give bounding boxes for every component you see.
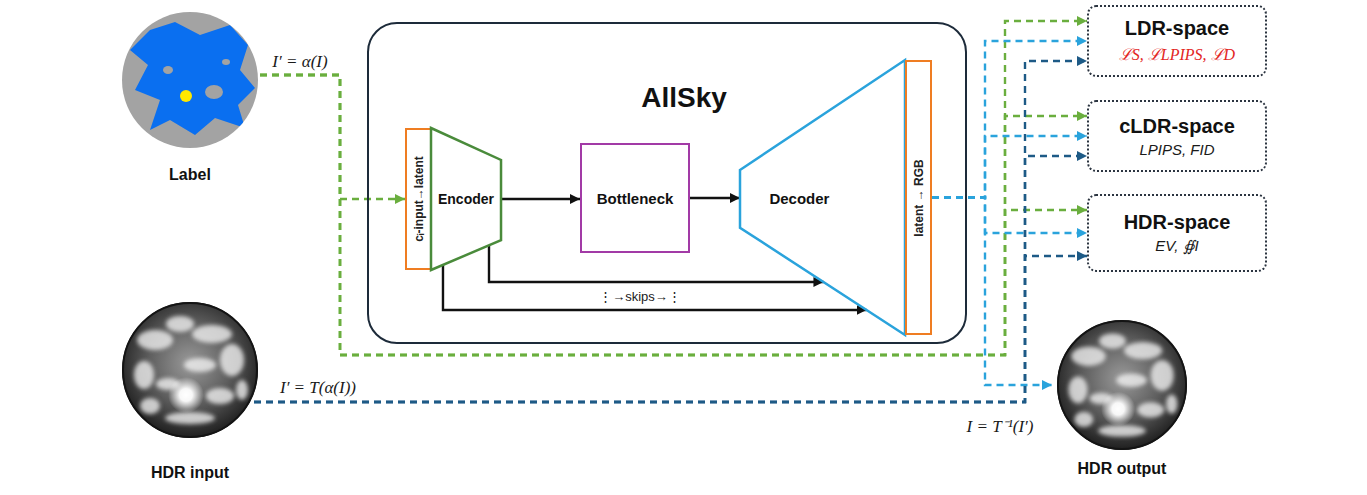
connector: [254, 61, 1087, 402]
label-sky-region: [130, 22, 255, 135]
output-projection-box: latent → RGB: [905, 60, 932, 335]
formula-label: I = T⁻¹(I′): [965, 414, 1036, 437]
cldr-space-box: cLDR-spaceLPIPS, FID: [1087, 100, 1267, 172]
node-heading: HDR input: [151, 464, 229, 482]
node-body: ℒS, ℒLPIPS, ℒD: [1119, 43, 1235, 65]
connector: [932, 198, 1087, 234]
input-projection-box: cᵢ-input→latent: [405, 128, 432, 270]
connector-group: [254, 21, 1087, 402]
hdr-output-node: HDR output: [1052, 318, 1192, 478]
node-body: EV, ∯I: [1155, 237, 1198, 255]
node-heading: cLDR-space: [1119, 115, 1235, 138]
node-heading: HDR output: [1078, 460, 1167, 478]
connector: [260, 21, 1087, 355]
connector: [260, 75, 1087, 355]
connector: [254, 256, 1087, 402]
node-body: LPIPS, FID: [1139, 141, 1214, 158]
label-cloud-region: [205, 85, 223, 99]
node-heading: Decoder: [769, 189, 829, 206]
node-heading: Label: [169, 166, 211, 184]
connector: [260, 75, 405, 199]
label-sun-dot: [180, 90, 192, 102]
connector: [443, 265, 867, 310]
label-disc: [122, 12, 258, 148]
skip-label: ⋮→skips→⋮: [597, 289, 683, 304]
node-heading: AllSky: [641, 82, 727, 114]
node-heading: LDR-space: [1125, 17, 1229, 40]
bottleneck-block: Bottleneck: [580, 143, 690, 253]
connector: [932, 198, 1052, 386]
encoder-block: Encoder: [431, 128, 501, 270]
formula-label: I′ = α(I): [270, 52, 329, 72]
decoder-block: Decoder: [740, 60, 905, 335]
connector: [690, 197, 740, 199]
trapezoid-shape: [740, 60, 905, 335]
node-heading: Bottleneck: [597, 190, 674, 207]
label-cloud-region: [222, 59, 230, 65]
node-heading: Encoder: [438, 191, 494, 207]
formula-label: I′ = T(α(I)): [278, 378, 358, 398]
connector: [260, 75, 1087, 355]
label-cloud-region: [163, 66, 173, 74]
node-heading: HDR-space: [1124, 211, 1231, 234]
connector: [254, 156, 1087, 402]
node-heading: cᵢ-input→latent: [412, 156, 426, 242]
connector: [932, 41, 1087, 198]
ldr-space-box: LDR-spaceℒS, ℒLPIPS, ℒD: [1087, 5, 1267, 77]
label-image-node: Label: [120, 8, 260, 184]
connector: [932, 136, 1087, 198]
hdr-input-node: HDR input: [120, 300, 260, 482]
connector: [501, 198, 580, 200]
hdr-space-box: HDR-spaceEV, ∯I: [1087, 194, 1267, 272]
trapezoid-shape: [431, 128, 501, 270]
hdr-output-sky: [1057, 320, 1187, 450]
node-heading: latent → RGB: [912, 159, 926, 236]
hdr-input-sky: [122, 302, 258, 438]
label-map: [122, 12, 258, 148]
